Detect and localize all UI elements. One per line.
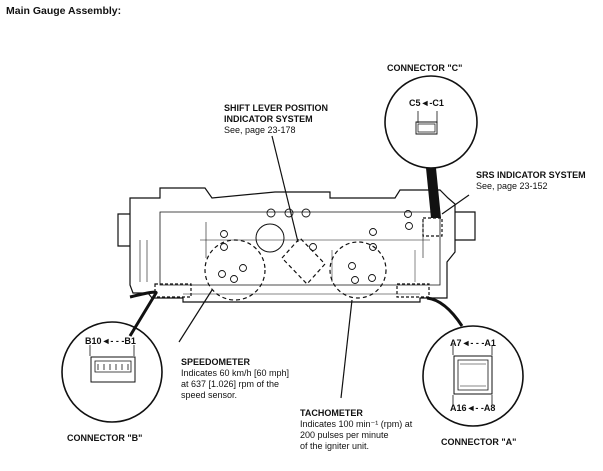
connector-b-pins: B10◄- - -B1: [85, 336, 136, 346]
shift-lever-title-2: INDICATOR SYSTEM: [224, 114, 313, 124]
connector-a-pins-top: A7◄- - -A1: [450, 338, 496, 348]
connector-b-location: [154, 283, 192, 298]
connector-a-location: [396, 283, 430, 298]
speedometer-outline: [204, 239, 266, 301]
srs-ref: See, page 23-152: [476, 181, 548, 191]
connector-a-pins-bottom: A16◄- -A8: [450, 403, 496, 413]
connector-b-label: CONNECTOR "B": [67, 433, 143, 443]
shift-indicator-box: [281, 237, 326, 285]
speedometer-line-2: at 637 [1.026] rpm of the: [181, 379, 280, 389]
shift-lever-title-1: SHIFT LEVER POSITION: [224, 103, 329, 113]
tachometer-line-2: 200 pulses per minute: [300, 430, 389, 440]
srs-title: SRS INDICATOR SYSTEM: [476, 170, 586, 180]
connector-a-label: CONNECTOR "A": [441, 437, 517, 447]
connector-c-location: [422, 217, 443, 237]
tachometer-outline: [329, 241, 387, 299]
shift-lever-ref: See, page 23-178: [224, 125, 296, 135]
connector-c-label: CONNECTOR "C": [387, 63, 463, 73]
connector-c-pins: C5◄-C1: [409, 98, 444, 108]
connector-a-circle: [422, 325, 524, 427]
speedometer-line-1: Indicates 60 km/h [60 mph]: [181, 368, 290, 378]
speedometer-line-3: speed sensor.: [181, 390, 238, 400]
tachometer-title: TACHOMETER: [300, 408, 363, 418]
tachometer-line-1: Indicates 100 min⁻¹ (rpm) at: [300, 419, 413, 429]
page-title: Main Gauge Assembly:: [6, 5, 122, 17]
speedometer-title: SPEEDOMETER: [181, 357, 251, 367]
connector-b-circle: [61, 321, 163, 423]
tachometer-line-3: of the igniter unit.: [300, 441, 370, 451]
